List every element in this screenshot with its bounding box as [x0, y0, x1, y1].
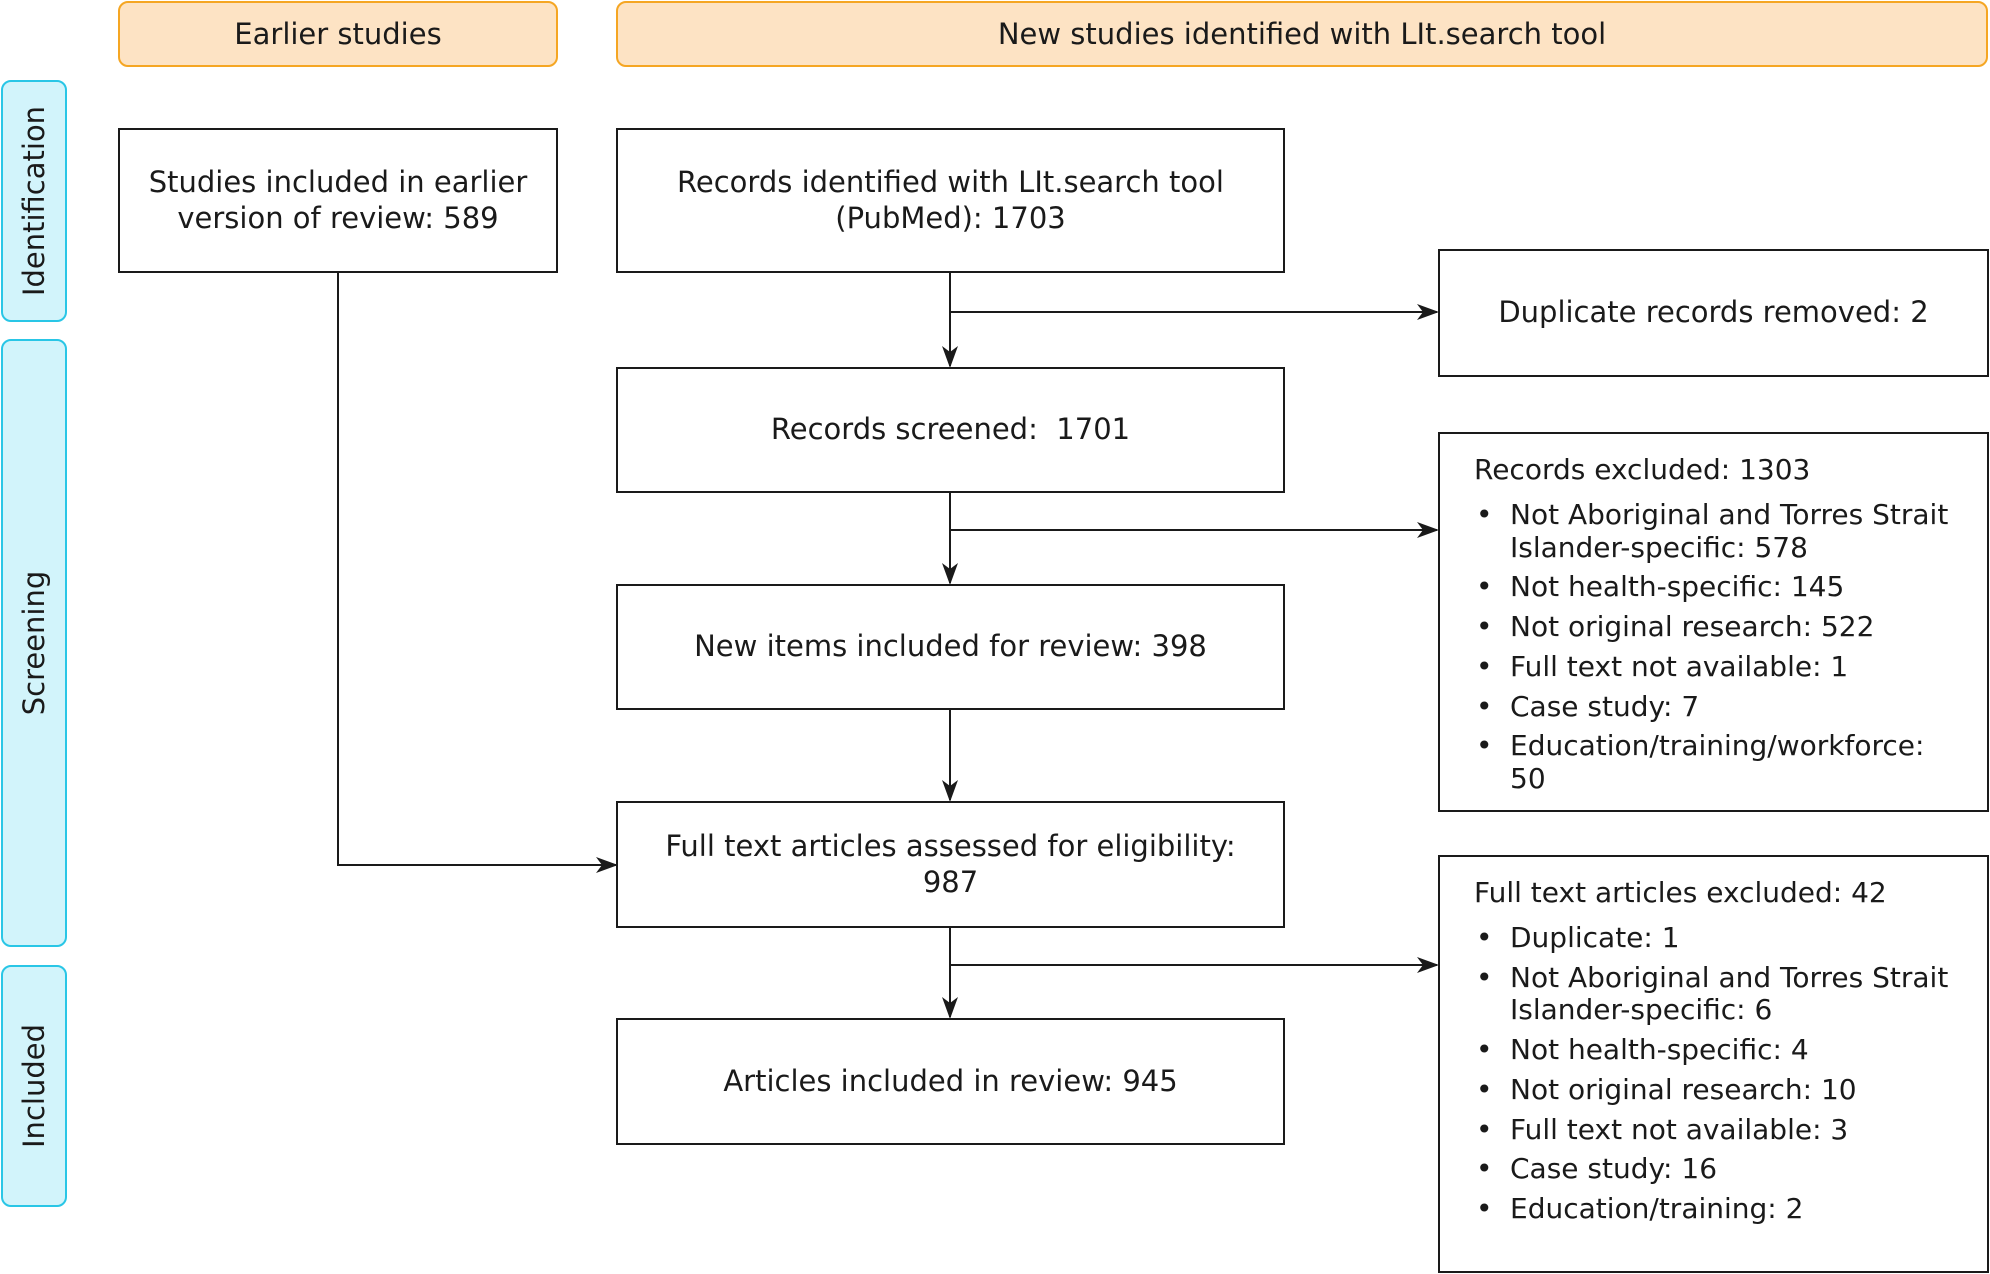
- list-item: Full text not available: 3: [1474, 1113, 1965, 1147]
- box-duplicates-removed: Duplicate records removed: 2: [1438, 249, 1989, 377]
- list-item: Not original research: 10: [1474, 1073, 1965, 1107]
- header-earlier-studies: Earlier studies: [118, 1, 558, 67]
- header-new-studies-label: New studies identified with LIt.search t…: [997, 17, 1607, 51]
- list-item: Case study: 7: [1474, 690, 1965, 724]
- list-item: Education/training/workforce: 50: [1474, 729, 1965, 796]
- box-articles-included: Articles included in review: 945: [616, 1018, 1285, 1145]
- list-item: Duplicate: 1: [1474, 921, 1965, 955]
- list-item: Not original research: 522: [1474, 610, 1965, 644]
- box-new-items: New items included for review: 398: [616, 584, 1285, 710]
- records-excluded-list: Not Aboriginal and Torres Strait Islande…: [1474, 498, 1965, 796]
- stage-screening: Screening: [1, 339, 67, 947]
- full-text-excluded-title: Full text articles excluded: 42: [1474, 876, 1887, 909]
- box-records-identified: Records identified with LIt.search tool …: [616, 128, 1285, 273]
- records-excluded-title: Records excluded: 1303: [1474, 453, 1811, 486]
- stage-identification: Identification: [1, 80, 67, 322]
- list-item: Not Aboriginal and Torres Strait Islande…: [1474, 961, 1965, 1028]
- full-text-excluded-list: Duplicate: 1 Not Aboriginal and Torres S…: [1474, 921, 1965, 1226]
- box-records-screened-text: Records screened: 1701: [770, 412, 1131, 447]
- box-full-text-assessed: Full text articles assessed for eligibil…: [616, 801, 1285, 928]
- stage-included: Included: [1, 965, 67, 1207]
- list-item: Education/training: 2: [1474, 1192, 1965, 1226]
- box-earlier-studies-text: Studies included in earlier version of r…: [148, 165, 528, 235]
- arrow-earlier-to-full-text: [337, 272, 618, 873]
- list-item: Case study: 16: [1474, 1152, 1965, 1186]
- box-records-screened: Records screened: 1701: [616, 367, 1285, 493]
- box-records-identified-text: Records identified with LIt.search tool …: [677, 165, 1224, 235]
- list-item: Not health-specific: 145: [1474, 570, 1965, 604]
- box-articles-included-text: Articles included in review: 945: [723, 1063, 1178, 1098]
- box-duplicates-removed-text: Duplicate records removed: 2: [1498, 295, 1929, 330]
- header-earlier-studies-label: Earlier studies: [234, 17, 442, 51]
- box-new-items-text: New items included for review: 398: [694, 629, 1207, 664]
- box-full-text-excluded: Full text articles excluded: 42 Duplicat…: [1438, 855, 1989, 1273]
- box-records-excluded: Records excluded: 1303 Not Aboriginal an…: [1438, 432, 1989, 812]
- list-item: Not Aboriginal and Torres Strait Islande…: [1474, 498, 1965, 565]
- box-full-text-assessed-text: Full text articles assessed for eligibil…: [665, 829, 1236, 899]
- box-earlier-studies: Studies included in earlier version of r…: [118, 128, 558, 273]
- header-new-studies: New studies identified with LIt.search t…: [616, 1, 1988, 67]
- list-item: Full text not available: 1: [1474, 650, 1965, 684]
- list-item: Not health-specific: 4: [1474, 1033, 1965, 1067]
